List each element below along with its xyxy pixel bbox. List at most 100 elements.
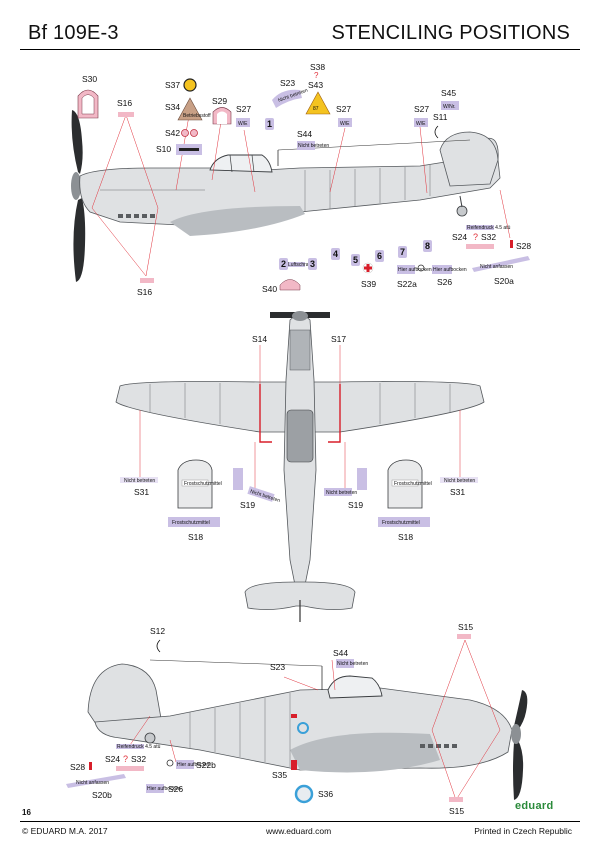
label-s23-right: S23 xyxy=(270,662,285,672)
stencil-s35: S35 xyxy=(272,714,297,780)
stencil-s19-left: Nicht betreten S19 xyxy=(233,468,281,510)
stencil-s30: S30 xyxy=(77,74,99,119)
s27-b-decal-text: W/E xyxy=(340,121,350,127)
s22b-decal-text: Hier aufbocken xyxy=(177,762,211,768)
label-s30: S30 xyxy=(82,74,97,84)
stencil-s28-right: S28 xyxy=(70,762,92,772)
stencil-s37: S37 xyxy=(165,78,197,92)
label-s31-left: S31 xyxy=(134,487,149,497)
numbered-markers: 1 2 3 4 5 6 7 8 xyxy=(265,118,432,270)
stencil-s22b: Hier aufbocken S22b xyxy=(166,759,216,770)
eduard-logo: eduard xyxy=(515,800,554,812)
s24-decal-text: Reifendruck 4.5 atü xyxy=(467,225,511,231)
label-s35: S35 xyxy=(272,770,287,780)
left-tail-fin xyxy=(439,131,499,187)
stencil-s45: S45 W/Nr. xyxy=(441,88,459,110)
label-s19-right: S19 xyxy=(348,500,363,510)
label-s44: S44 xyxy=(297,129,312,139)
stencil-s26-right: Hier aufbocken S26 xyxy=(146,784,183,794)
copyright-text: © EDUARD M.A. 2017 xyxy=(22,826,108,836)
stencil-s10: S10 xyxy=(156,144,202,155)
s34-decal-text: Betriebsstoff xyxy=(183,113,211,119)
s22a-decal-text: Hier aufbocken xyxy=(398,267,432,273)
label-s28-right: S28 xyxy=(70,762,85,772)
svg-text:?: ? xyxy=(314,71,319,80)
label-s26: S26 xyxy=(437,277,452,287)
label-s18-right: S18 xyxy=(398,532,413,542)
stencil-s20a: Nicht anfassen S20a xyxy=(472,256,530,286)
svg-text:?: ? xyxy=(123,754,128,764)
label-s11: S11 xyxy=(433,112,448,122)
label-s27-c: S27 xyxy=(414,104,429,114)
label-s32-right: S32 xyxy=(131,754,146,764)
stencil-s44-right: S44 Nicht betreten xyxy=(333,648,368,668)
label-s32: S32 xyxy=(481,232,496,242)
label-s20b: S20b xyxy=(92,790,112,800)
label-s39: S39 xyxy=(361,279,376,289)
propeller-right xyxy=(514,690,528,730)
marker-2: 2 xyxy=(281,259,286,269)
label-s22b: S22b xyxy=(196,760,216,770)
stencil-s23: S23 Nicht betreten xyxy=(272,78,309,108)
s31-left-decal-text: Nicht betreten xyxy=(124,478,155,484)
stencil-s42: S42 xyxy=(165,128,198,138)
stencil-s29: S29 xyxy=(212,96,232,125)
stencil-s44: S44 Nicht betreten xyxy=(297,129,329,150)
stencil-s19-right: Nicht betreten S19 xyxy=(324,468,367,510)
s27-c-decal-text: W/E xyxy=(416,121,426,127)
sheet-title: STENCILING POSITIONS xyxy=(331,22,570,44)
stencil-s27-b: S27 W/E xyxy=(336,104,352,127)
stencil-s43: S43 87 xyxy=(305,80,331,115)
label-s24-right: S24 xyxy=(105,754,120,764)
header-rule xyxy=(20,49,580,50)
label-s18-left: S18 xyxy=(188,532,203,542)
stencil-s31-left: Nicht betreten S31 xyxy=(120,477,158,497)
label-s45: S45 xyxy=(441,88,456,98)
label-s40: S40 xyxy=(262,284,277,294)
page-number: 16 xyxy=(22,808,31,817)
label-s27-a: S27 xyxy=(236,104,251,114)
label-s42: S42 xyxy=(165,128,180,138)
left-canopy xyxy=(209,154,273,173)
stencil-s18-left: Frostschutzmittel Frostschutzmittel S18 xyxy=(168,459,222,542)
label-s14: S14 xyxy=(252,334,267,344)
label-s16-bottom: S16 xyxy=(137,287,152,297)
stencil-s27-c: S27 W/E xyxy=(414,104,429,127)
marker-8: 8 xyxy=(425,241,430,251)
label-s34: S34 xyxy=(165,102,180,112)
s26-decal-text: Hier aufbocken xyxy=(433,267,467,273)
stencil-s34: S34 Betriebsstoff xyxy=(165,97,211,121)
stencil-s39: S39 xyxy=(361,262,376,289)
label-s38: S38 xyxy=(310,62,325,72)
label-s43: S43 xyxy=(308,80,323,90)
label-s10: S10 xyxy=(156,144,171,154)
left-profile-view: S30 S16 S37 S34 Betriebsstoff S xyxy=(71,62,531,297)
stencil-s16-top: S16 xyxy=(117,98,134,117)
label-s22a: S22a xyxy=(397,279,417,289)
stencil-s22a: Hier aufbocken S22a xyxy=(397,264,432,289)
stencil-s26: Hier aufbocken S26 xyxy=(432,265,467,287)
top-canopy xyxy=(286,409,314,463)
svg-text:?: ? xyxy=(473,232,478,242)
stencil-s24-s32: Reifendruck 4.5 atü S24 ? S32 xyxy=(452,225,511,249)
label-s15-bottom: S15 xyxy=(449,806,464,816)
label-s36: S36 xyxy=(318,789,333,799)
label-s23: S23 xyxy=(280,78,295,88)
s18-right-decal-text: Frostschutzmittel xyxy=(382,520,420,526)
stencil-s18-right: Frostschutzmittel Frostschutzmittel S18 xyxy=(378,459,432,542)
propeller-left xyxy=(71,110,86,282)
aircraft-model-title: Bf 109E-3 xyxy=(28,22,119,44)
label-s27-b: S27 xyxy=(336,104,351,114)
label-s37: S37 xyxy=(165,80,180,90)
label-s20a: S20a xyxy=(494,276,514,286)
s44-right-decal-text: Nicht betreten xyxy=(337,661,368,667)
s44-decal-text: Nicht betreten xyxy=(298,143,329,149)
stencil-s16-bottom: S16 xyxy=(137,278,154,297)
website-text: www.eduard.com xyxy=(266,826,332,836)
s20b-decal-text: Nicht anfassen xyxy=(76,780,109,786)
s31-right-decal-text: Nicht betreten xyxy=(444,478,475,484)
stencil-s28: S28 xyxy=(510,240,531,251)
stencil-s27-a: S27 W/E xyxy=(236,104,251,127)
footer-rule xyxy=(20,821,580,822)
